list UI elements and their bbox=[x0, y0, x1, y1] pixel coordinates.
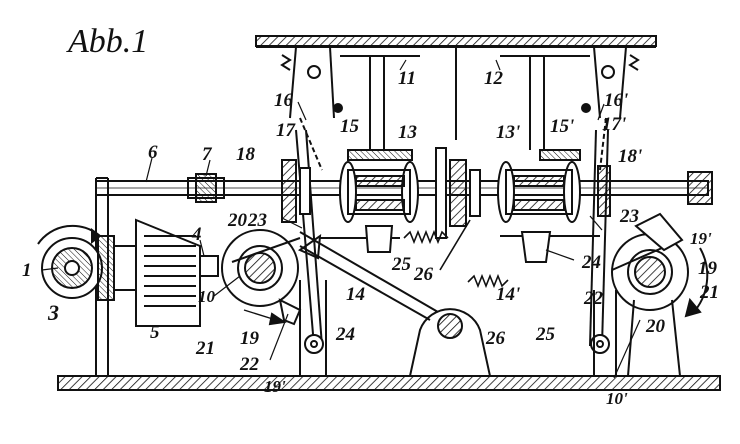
label-5: 5 bbox=[150, 322, 160, 343]
left-coil-bobbin bbox=[339, 161, 419, 223]
label-7: 7 bbox=[202, 144, 213, 165]
lever-arms bbox=[299, 231, 600, 321]
brackets bbox=[364, 225, 552, 263]
label-15: 15 bbox=[340, 116, 360, 137]
right-cam-disc bbox=[611, 212, 709, 318]
label-13p: 13' bbox=[496, 122, 520, 143]
label-19p-right: 19' bbox=[690, 229, 712, 248]
label-24-right: 24 bbox=[581, 252, 601, 273]
label-4: 4 bbox=[191, 224, 202, 245]
label-16: 16 bbox=[274, 90, 294, 111]
spindle-columns bbox=[340, 47, 590, 150]
label-19-right: 19 bbox=[698, 258, 718, 279]
adjusting-screws bbox=[347, 149, 581, 161]
label-16p: 16' bbox=[604, 90, 628, 111]
label-14p: 14' bbox=[496, 284, 520, 305]
label-25-left: 25 bbox=[391, 254, 412, 275]
central-gear bbox=[435, 147, 481, 239]
right-coil-bobbin bbox=[497, 161, 581, 223]
label-22-right: 22 bbox=[583, 288, 604, 309]
label-11: 11 bbox=[398, 68, 416, 89]
right-vertical-lever bbox=[589, 129, 681, 377]
label-21-left: 21 bbox=[195, 338, 215, 359]
label-13: 13 bbox=[398, 122, 417, 143]
label-6: 6 bbox=[148, 142, 158, 163]
central-pivot-block bbox=[408, 308, 492, 377]
left-cam-disc bbox=[221, 229, 322, 326]
label-26-right: 26 bbox=[485, 328, 506, 349]
top-mounting-plate bbox=[255, 35, 657, 48]
label-10p: 10' bbox=[606, 389, 628, 408]
label-10: 10 bbox=[198, 287, 216, 306]
label-18p: 18' bbox=[618, 146, 642, 167]
tension-springs bbox=[403, 219, 509, 289]
label-18: 18 bbox=[236, 144, 256, 165]
reference-labels: 1 3 4 5 6 7 10 11 12 13 13' 14 14' 15 15… bbox=[22, 68, 719, 408]
figure-title: Abb.1 bbox=[66, 23, 148, 60]
label-20-right: 20 bbox=[645, 316, 666, 337]
left-suspension-bracket bbox=[280, 46, 343, 171]
leader-lines bbox=[41, 59, 641, 379]
label-19p-left: 19' bbox=[264, 377, 286, 396]
motor-housing bbox=[135, 218, 219, 327]
label-3: 3 bbox=[47, 300, 59, 325]
label-22-left: 22 bbox=[239, 354, 260, 375]
label-14: 14 bbox=[346, 284, 365, 305]
label-12: 12 bbox=[484, 68, 504, 89]
label-21-right: 21 bbox=[699, 282, 719, 303]
label-23-left: 23 bbox=[247, 210, 267, 231]
label-26-left: 26 bbox=[413, 264, 434, 285]
label-25-right: 25 bbox=[535, 324, 556, 345]
label-1: 1 bbox=[22, 260, 32, 281]
left-vertical-lever bbox=[278, 129, 327, 376]
label-19-left: 19 bbox=[240, 328, 260, 349]
label-17p: 17' bbox=[602, 114, 626, 135]
drive-wheel bbox=[37, 224, 137, 301]
label-23-right: 23 bbox=[619, 206, 639, 227]
right-suspension-bracket bbox=[581, 46, 640, 171]
label-17: 17 bbox=[276, 120, 297, 141]
base-rail bbox=[57, 375, 721, 391]
label-15p: 15' bbox=[550, 116, 574, 137]
label-20-left: 20 bbox=[227, 210, 248, 231]
label-24-left: 24 bbox=[335, 324, 355, 345]
